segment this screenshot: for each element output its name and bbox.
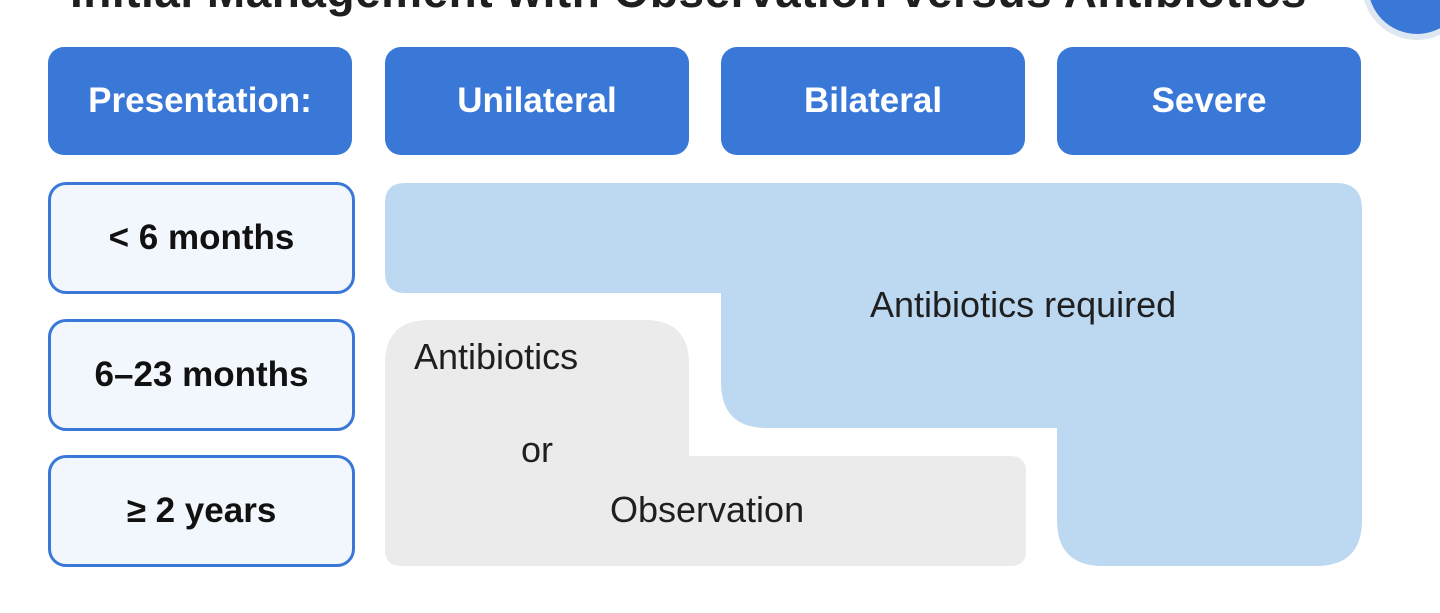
age-6-23-months: 6–23 months xyxy=(48,319,355,431)
age-2-years-plus: ≥ 2 years xyxy=(48,455,355,567)
age-under-6-months: < 6 months xyxy=(48,182,355,294)
page-title: Initial Management with Observation vers… xyxy=(70,0,1307,18)
bilateral-header: Bilateral xyxy=(721,47,1025,155)
presentation-header: Presentation: xyxy=(48,47,352,155)
antibiotics-required-label: Antibiotics required xyxy=(870,284,1177,325)
antibiotics-or-observation-region xyxy=(385,320,1026,566)
severe-header: Severe xyxy=(1057,47,1361,155)
observation-option-label: Observation xyxy=(610,489,805,530)
or-label: or xyxy=(521,429,554,470)
antibiotics-option-label: Antibiotics xyxy=(414,336,579,377)
antibiotics-required-region xyxy=(385,183,1362,566)
unilateral-header: Unilateral xyxy=(385,47,689,155)
